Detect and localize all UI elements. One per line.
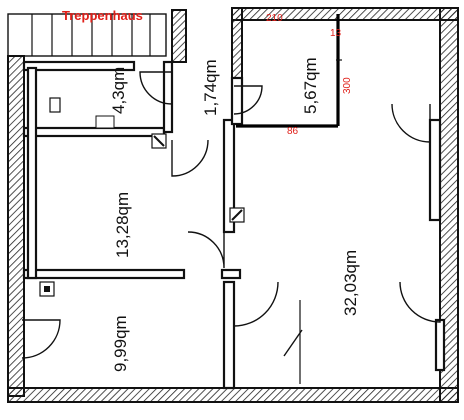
room-small-top-label: 4,3qm [109, 67, 128, 114]
room-corridor-label: 1,74qm [201, 59, 220, 116]
stair-steps [31, 14, 151, 56]
fixture-icon [49, 97, 61, 113]
dimension-labels: 210 13 300 86 [266, 13, 353, 137]
room-bottom-left-label: 9,99qm [111, 315, 130, 372]
doors [21, 71, 441, 384]
room-measured-label: 5,67qm [301, 57, 320, 114]
room-labels: 4,3qm 1,74qm 5,67qm 13,28qm 32,03qm 9,99… [109, 57, 360, 372]
dimension-right-top: 13 [330, 28, 342, 39]
stairwell: Treppenhaus [7, 8, 167, 57]
outer-walls [7, 7, 459, 403]
measured-room-walls [236, 14, 342, 128]
dimension-top: 210 [266, 13, 283, 24]
fixture-icon [95, 115, 115, 129]
stairwell-label: Treppenhaus [62, 8, 143, 23]
room-left-label: 13,28qm [113, 192, 132, 258]
room-big-label: 32,03qm [341, 250, 360, 316]
fixtures [39, 97, 245, 297]
dimension-right: 300 [342, 77, 353, 94]
dimension-bottom: 86 [287, 126, 299, 137]
interior-walls [22, 60, 446, 390]
